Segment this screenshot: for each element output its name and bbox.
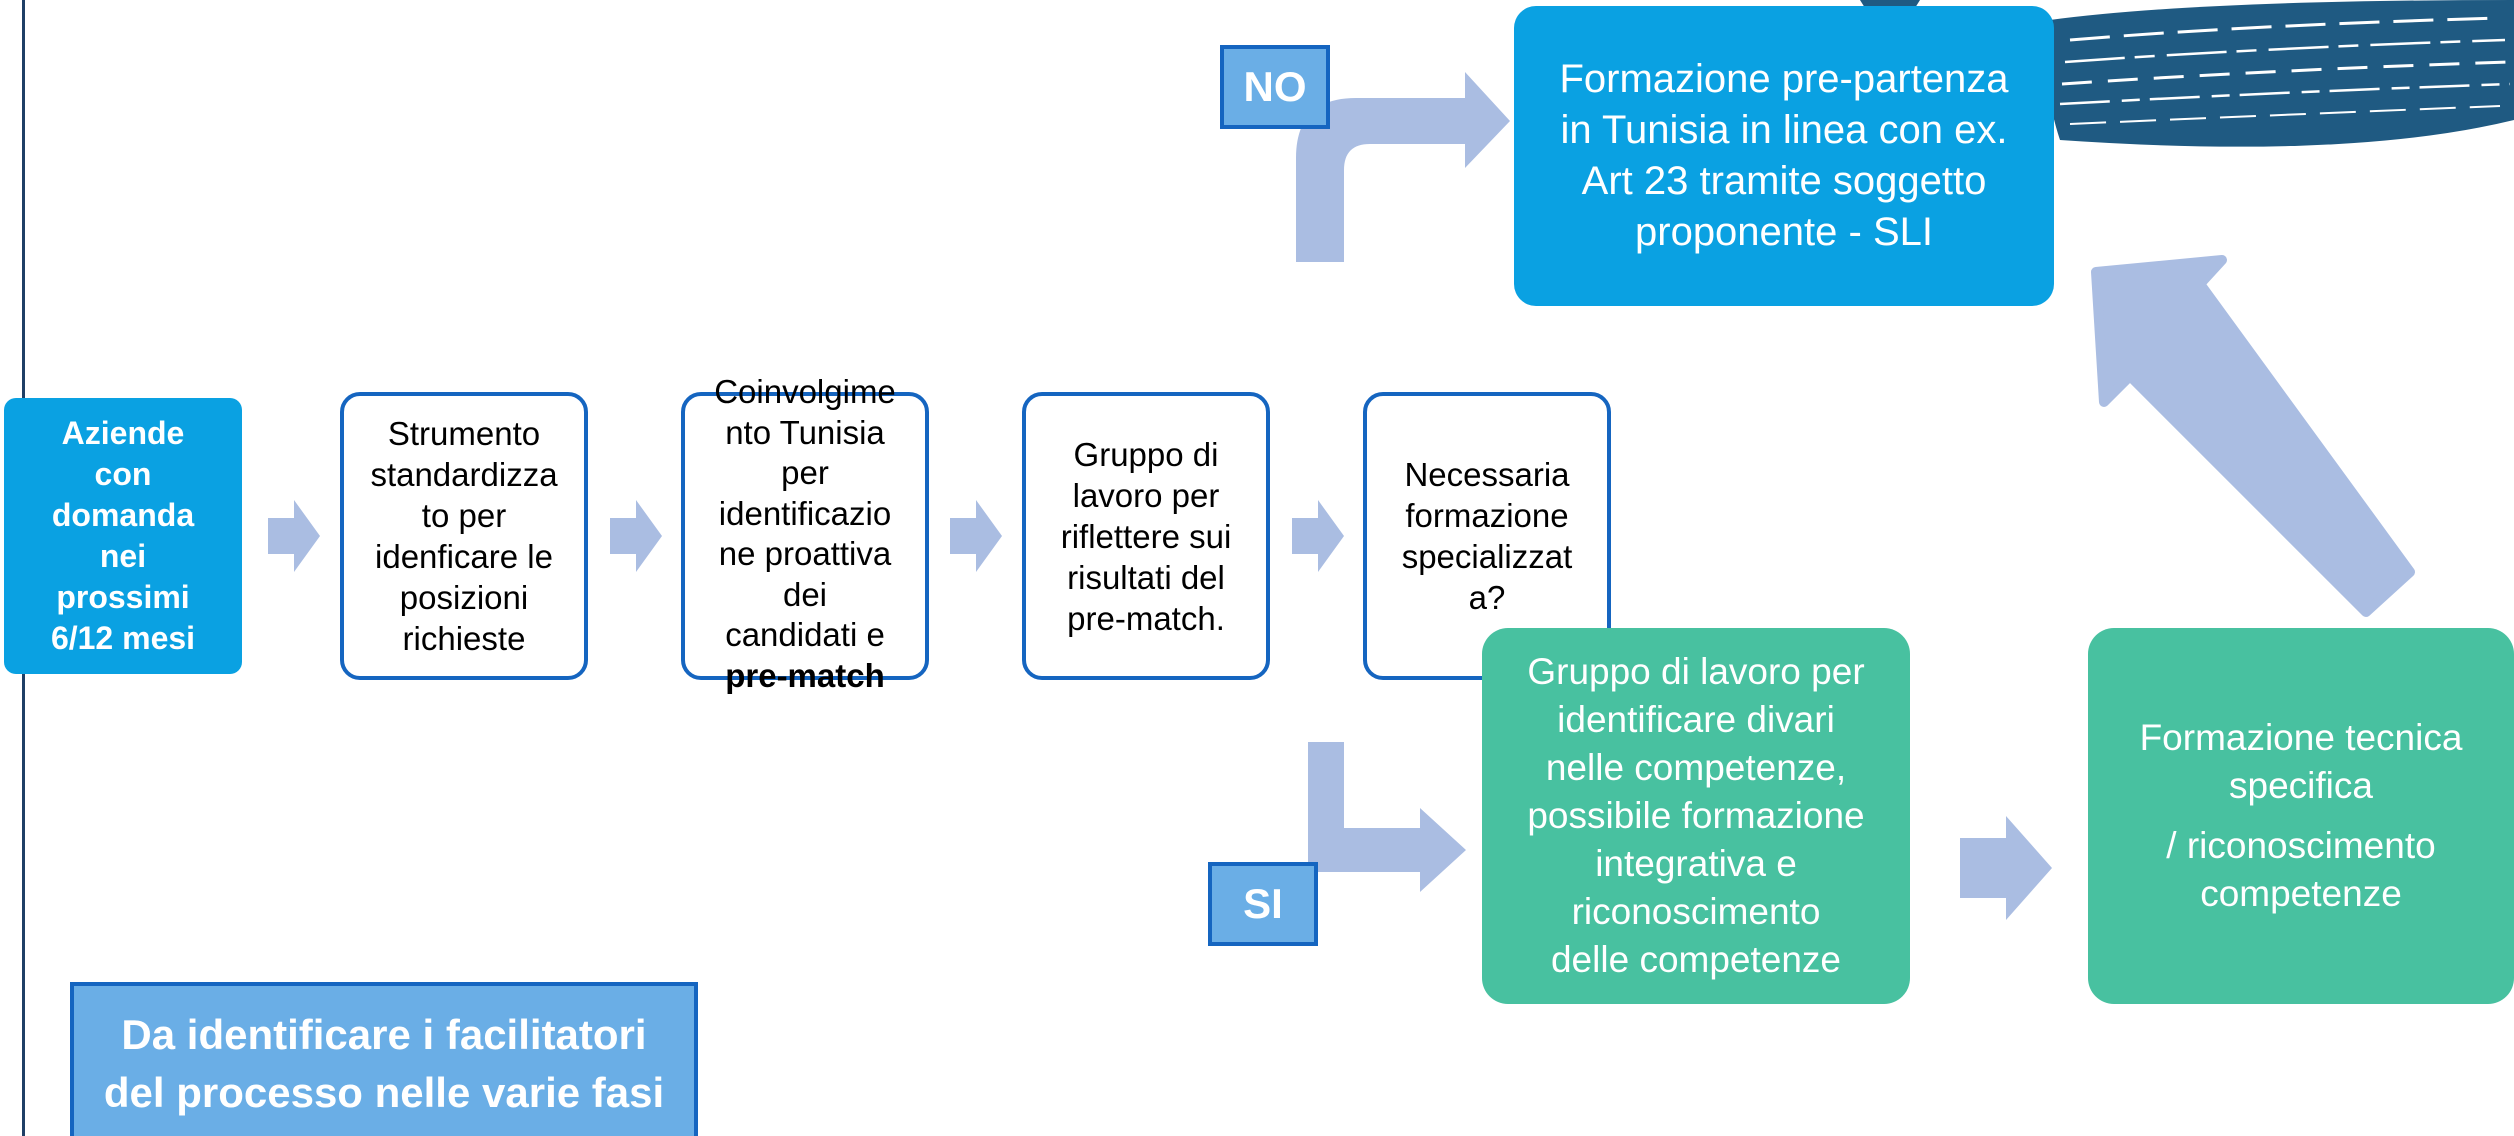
step3-line: pre-match.: [1067, 599, 1225, 637]
diagonal-return-arrow: [2091, 255, 2415, 617]
step1-line: standardizza: [370, 456, 558, 493]
step2-line: ne proattiva: [718, 535, 892, 572]
gap-box-line: possibile formazione: [1527, 795, 1865, 836]
si-tag: SI: [1208, 862, 1318, 946]
si-bent-arrow: [1308, 742, 1466, 892]
step1-line: idenficare le: [375, 538, 553, 575]
no-tag: NO: [1220, 45, 1330, 129]
start-line: prossimi: [56, 579, 190, 615]
step2-line: identificazio: [718, 494, 892, 532]
formazione-tecnica-box: Formazione tecnica specifica / riconosci…: [2088, 628, 2514, 1004]
gruppo-divari-box: Gruppo di lavoro per identificare divari…: [1482, 628, 1910, 1004]
start-line: nei: [99, 538, 147, 574]
flow-arrow-3: [950, 500, 1002, 572]
gap-box-line: identificare divari: [1557, 699, 1835, 740]
start-box-aziende: Aziende con domanda nei prossimi 6/12 me…: [4, 398, 242, 674]
note-line: Da identificare i facilitatori: [121, 1011, 647, 1058]
step3-line: Gruppo di: [1073, 435, 1219, 473]
tech-box-line: competenze: [2200, 873, 2402, 914]
step1-line: Strumento: [387, 415, 541, 452]
gap-box-line: integrativa e: [1595, 843, 1797, 884]
step2-line: dei: [782, 575, 828, 613]
gap-box-line: delle competenze: [1550, 939, 1842, 980]
start-line: 6/12 mesi: [50, 620, 196, 656]
teal-connector-arrow: [1960, 816, 2052, 920]
no-bent-arrow: [1296, 72, 1510, 262]
decision-line: a?: [1468, 579, 1506, 616]
start-line: con: [94, 456, 152, 492]
step1-line: richieste: [402, 620, 526, 657]
facilitatori-note-box: Da identificare i facilitatori del proce…: [70, 982, 698, 1136]
no-box-line: Formazione pre-partenza: [1559, 57, 2009, 101]
no-box-line: Art 23 tramite soggetto: [1581, 159, 1987, 203]
step-strumento-box: Strumento standardizza to per idenficare…: [340, 392, 588, 680]
gap-box-line: nelle competenze,: [1545, 747, 1847, 788]
decision-line: Necessaria: [1404, 456, 1570, 493]
start-line: Aziende: [61, 415, 185, 451]
step1-line: to per: [421, 497, 507, 534]
step-gruppo-lavoro-box: Gruppo di lavoro per riflettere sui risu…: [1022, 392, 1270, 680]
flow-arrow-4: [1292, 500, 1344, 572]
step3-line: riflettere sui: [1060, 517, 1232, 555]
step2-line: per: [781, 454, 829, 491]
tech-box-line: Formazione tecnica: [2139, 717, 2463, 758]
step3-line: lavoro per: [1072, 476, 1220, 514]
decision-line: specializzat: [1401, 538, 1573, 575]
formazione-pre-partenza-box: Formazione pre-partenza in Tunisia in li…: [1514, 6, 2054, 306]
step3-line: risultati del: [1067, 558, 1225, 596]
flow-arrow-2: [610, 500, 662, 572]
gap-box-line: riconoscimento: [1571, 891, 1821, 932]
step2-line: Coinvolgime: [714, 373, 896, 410]
tech-box-line: / riconoscimento: [2166, 825, 2436, 866]
note-line: del processo nelle varie fasi: [103, 1069, 665, 1116]
step1-line: posizioni: [399, 579, 529, 616]
step-coinvolgimento-box: Coinvolgime nto Tunisia per identificazi…: [681, 373, 929, 694]
start-line: domanda: [51, 497, 195, 533]
step2-bold-line: pre-match: [725, 656, 885, 694]
step2-line: candidati e: [725, 616, 885, 653]
step2-line: nto Tunisia: [725, 413, 885, 451]
gap-box-line: Gruppo di lavoro per: [1527, 651, 1865, 692]
decision-line: formazione: [1405, 497, 1569, 534]
no-box-line: proponente - SLI: [1635, 210, 1933, 254]
flow-arrow-1: [268, 500, 320, 572]
tech-box-line: specifica: [2229, 765, 2373, 806]
no-box-line: in Tunisia in linea con ex.: [1560, 108, 2008, 152]
